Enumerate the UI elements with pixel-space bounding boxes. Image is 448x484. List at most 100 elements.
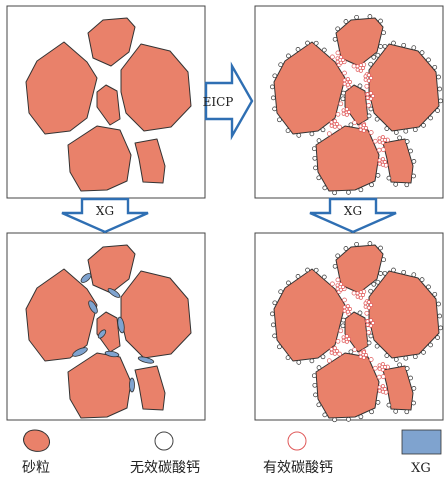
valid-caco3-crystal: [337, 124, 342, 130]
valid-caco3-crystal: [364, 353, 368, 357]
xg-gel-bridge: [80, 273, 92, 283]
invalid-caco3-crystal: [272, 300, 278, 306]
valid-caco3-crystal: [338, 101, 344, 107]
valid-caco3-crystal: [365, 95, 370, 100]
valid-caco3-crystal: [380, 389, 385, 394]
invalid-caco3-crystal: [311, 373, 317, 379]
valid-caco3-crystal: [341, 58, 345, 62]
valid-caco3-crystal: [380, 162, 385, 167]
xg-arrow-right: XG: [309, 197, 397, 234]
valid-caco3-crystal: [348, 80, 352, 84]
invalid-caco3-crystal: [378, 18, 383, 24]
valid-caco3-crystal: [361, 293, 365, 297]
valid-caco3-crystal: [348, 307, 352, 311]
invalid-caco3-crystal: [393, 409, 399, 414]
valid-caco3-crystal: [361, 123, 366, 128]
valid-caco3-crystal: [372, 365, 378, 371]
invalid-caco3-crystal: [316, 402, 322, 408]
valid-caco3-crystal: [366, 103, 372, 108]
valid-caco3-crystal: [383, 387, 387, 391]
invalid-caco3-crystal: [369, 409, 374, 415]
xg-gel-bridge: [117, 316, 125, 334]
invalid-caco3-crystal: [411, 272, 417, 278]
invalid-caco3-crystal: [320, 354, 326, 360]
invalid-caco3-crystal: [375, 173, 381, 178]
invalid-caco3-crystal: [437, 86, 443, 92]
xg-gel-bridge: [137, 356, 155, 364]
xg-gel-bridge: [107, 288, 121, 298]
valid-caco3-crystal: [347, 337, 351, 341]
valid-caco3-crystal: [341, 111, 346, 116]
invalid-caco3-crystal: [278, 289, 284, 295]
invalid-caco3-crystal: [313, 40, 319, 46]
invalid-caco3-crystal: [382, 43, 388, 49]
invalid-caco3-crystal: [312, 382, 318, 388]
valid-caco3-crystal: [372, 138, 378, 144]
invalid-caco3-crystal: [371, 281, 377, 287]
invalid-caco3-crystal: [368, 106, 374, 112]
valid-caco3-crystal: [338, 287, 343, 292]
valid-caco3-crystal: [364, 126, 368, 130]
valid-caco3-crystal: [380, 367, 385, 372]
invalid-caco3-crystal: [305, 267, 310, 273]
invalid-caco3-crystal: [320, 127, 326, 133]
valid-caco3-crystal: [345, 309, 350, 314]
invalid-caco3-crystal: [335, 26, 341, 32]
invalid-caco3-crystal: [368, 61, 374, 67]
valid-caco3-crystal: [329, 350, 334, 355]
invalid-caco3-crystal: [272, 333, 277, 339]
valid-caco3-crystal: [335, 122, 339, 126]
invalid-caco3-crystal: [321, 274, 327, 280]
invalid-caco3-crystal: [366, 113, 372, 119]
invalid-caco3-crystal: [322, 185, 328, 191]
invalid-caco3-crystal: [367, 241, 373, 246]
invalid-caco3-crystal: [312, 155, 318, 161]
xg-gel-bridge: [129, 377, 135, 393]
valid-caco3-crystal: [341, 338, 346, 343]
invalid-caco3-crystal: [269, 84, 275, 90]
invalid-caco3-crystal: [272, 73, 278, 79]
valid-caco3-crystal: [329, 123, 334, 128]
valid-caco3-crystal: [377, 385, 382, 390]
valid-caco3-crystal: [330, 54, 335, 60]
valid-caco3-crystal: [344, 107, 349, 112]
invalid-caco3-crystal: [340, 323, 346, 329]
valid-caco3-crystal: [361, 355, 366, 360]
invalid-caco3-crystal: [368, 333, 374, 339]
invalid-caco3-crystal: [397, 135, 402, 141]
valid-caco3-crystal: [335, 338, 341, 344]
invalid-caco3-crystal: [436, 74, 441, 80]
invalid-caco3-crystal: [309, 358, 315, 364]
valid-caco3-crystal: [366, 300, 371, 305]
invalid-caco3-crystal: [332, 190, 337, 196]
invalid-caco3-crystal: [384, 126, 390, 131]
invalid-caco3-crystal: [367, 14, 373, 19]
valid-caco3-crystal: [338, 55, 343, 60]
valid-caco3-crystal: [332, 351, 337, 356]
valid-caco3-crystal: [342, 297, 347, 303]
invalid-caco3-crystal: [437, 313, 443, 319]
valid-caco3-crystal: [342, 70, 347, 76]
invalid-caco3-crystal: [404, 139, 410, 144]
valid-caco3-crystal: [376, 147, 382, 153]
invalid-caco3-crystal: [397, 362, 402, 368]
invalid-caco3-crystal: [354, 241, 359, 247]
invalid-caco3-crystal: [391, 40, 396, 46]
valid-caco3-crystal: [363, 304, 368, 309]
eicp-arrow-label: EICP: [203, 95, 234, 109]
invalid-caco3-crystal: [374, 343, 380, 349]
invalid-caco3-crystal: [411, 386, 417, 391]
valid-caco3-crystal: [371, 94, 375, 98]
valid-caco3-crystal: [345, 77, 350, 82]
valid-caco3-crystal: [377, 388, 382, 393]
invalid-caco3-crystal: [343, 19, 349, 24]
valid-caco3-crystal: [366, 73, 371, 78]
invalid-caco3-crystal: [357, 310, 363, 316]
valid-caco3-crystal: [358, 63, 363, 68]
valid-caco3-crystal: [332, 124, 337, 129]
valid-caco3-crystal: [326, 358, 332, 364]
invalid-caco3-crystal: [432, 291, 438, 297]
valid-caco3-crystal: [335, 56, 340, 61]
legend-invalid-caco3-icon: [154, 431, 174, 451]
valid-caco3-crystal: [352, 120, 357, 126]
